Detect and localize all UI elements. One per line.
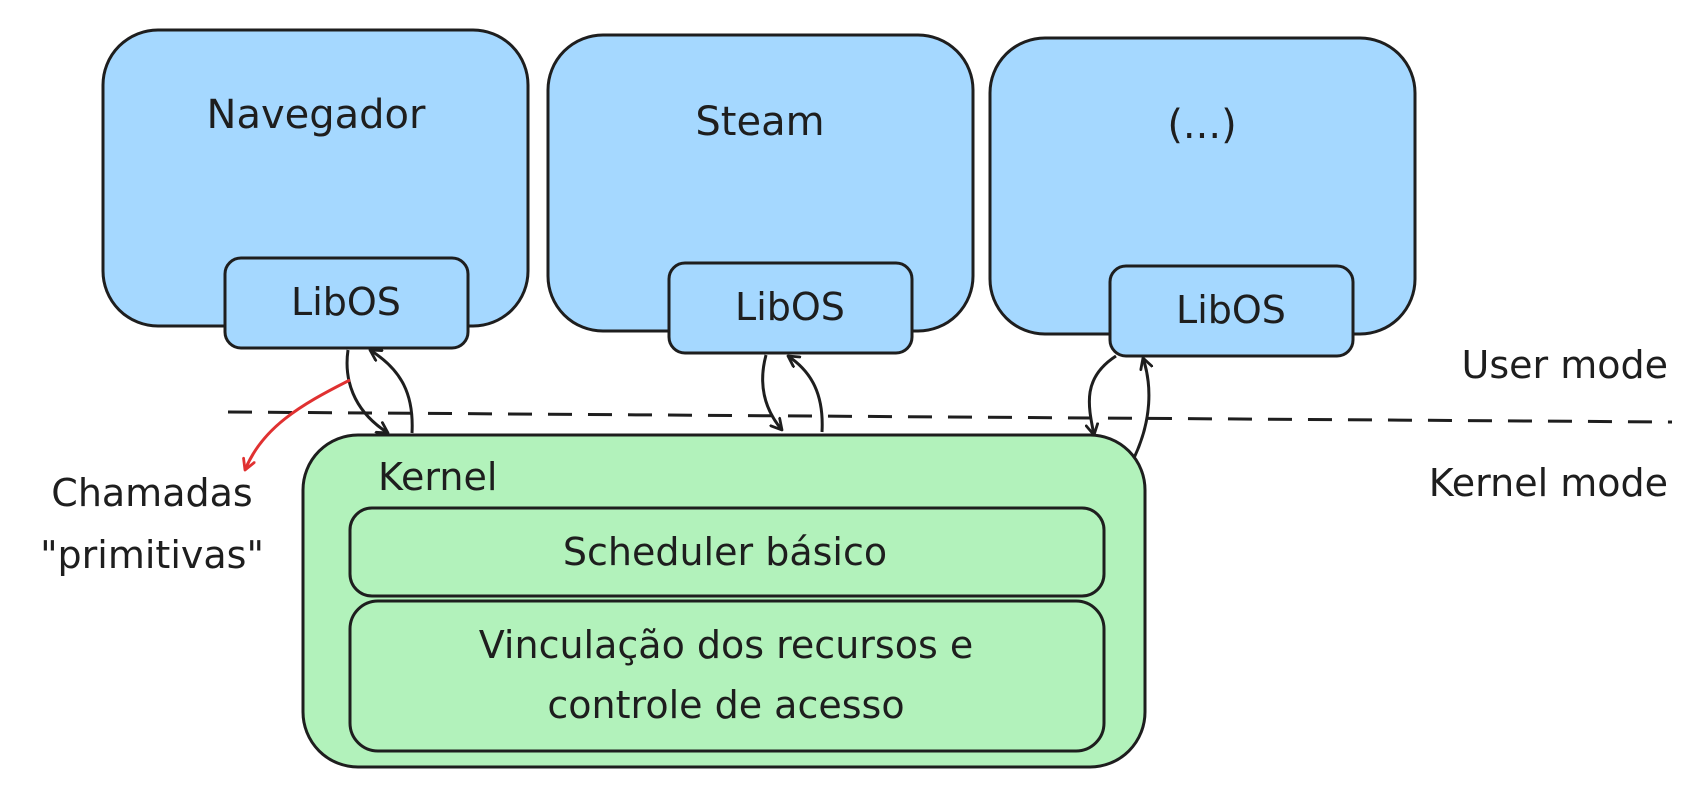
arrow-up-navegador bbox=[370, 350, 414, 434]
app-box-other: (...) bbox=[988, 36, 1417, 336]
app-box-navegador: Navegador bbox=[101, 28, 530, 328]
mode-boundary-line bbox=[227, 410, 1673, 424]
resources-label-line1: Vinculação dos recursos e bbox=[479, 623, 973, 667]
libos-box-other: LibOS bbox=[1108, 264, 1355, 358]
libos-label-steam: LibOS bbox=[735, 285, 845, 329]
libos-box-navegador: LibOS bbox=[223, 256, 470, 350]
libos-label-navegador: LibOS bbox=[291, 280, 401, 324]
kernel-mode-label: Kernel mode bbox=[1429, 461, 1668, 505]
app-title-other: (...) bbox=[1167, 102, 1236, 148]
libos-box-steam: LibOS bbox=[667, 261, 914, 355]
scheduler-label: Scheduler básico bbox=[563, 530, 887, 574]
resources-label-line2: controle de acesso bbox=[547, 683, 904, 727]
resources-box: Vinculação dos recursos e controle de ac… bbox=[348, 599, 1106, 753]
arrow-down-steam bbox=[761, 354, 782, 430]
annotation-arrow bbox=[245, 378, 351, 470]
arrow-up-other bbox=[1132, 358, 1149, 459]
arrow-down-navegador bbox=[345, 349, 388, 433]
user-mode-label: User mode bbox=[1462, 343, 1668, 387]
app-title-steam: Steam bbox=[695, 99, 824, 145]
arrow-down-other bbox=[1089, 354, 1117, 435]
app-title-navegador: Navegador bbox=[207, 92, 426, 138]
annotation-line2: "primitivas" bbox=[40, 533, 264, 577]
annotation-line1: Chamadas bbox=[51, 471, 252, 515]
libos-label-other: LibOS bbox=[1176, 288, 1286, 332]
kernel-title: Kernel bbox=[378, 455, 497, 499]
app-box-steam: Steam bbox=[546, 33, 975, 333]
arrow-up-steam bbox=[788, 356, 824, 433]
scheduler-box: Scheduler básico bbox=[348, 506, 1106, 598]
syscall-arrows-navegador bbox=[345, 349, 414, 434]
syscall-arrows-other bbox=[1089, 354, 1149, 459]
syscall-arrows-steam bbox=[761, 354, 824, 433]
